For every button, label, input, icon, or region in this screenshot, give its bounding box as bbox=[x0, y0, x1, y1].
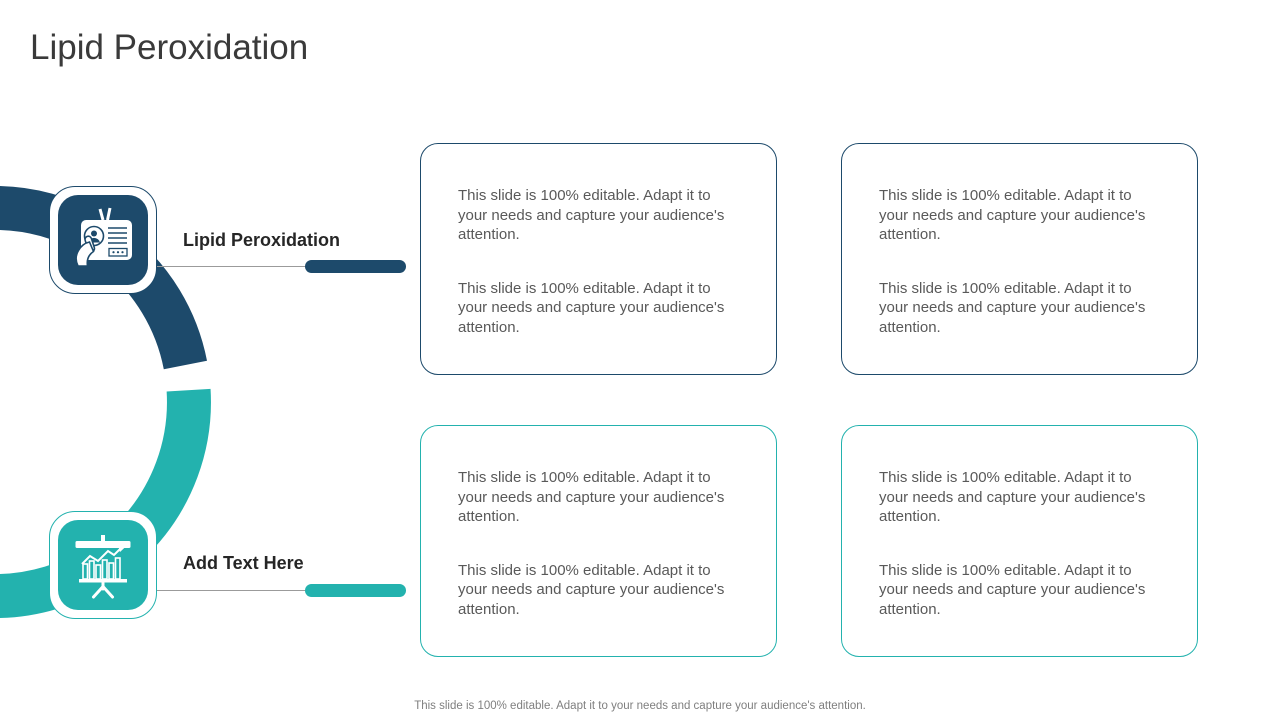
placeholder-text: This slide is 100% editable. Adapt it to… bbox=[458, 469, 725, 525]
presentation-chart-icon bbox=[58, 520, 148, 610]
item-label-1[interactable]: Lipid Peroxidation bbox=[183, 230, 341, 250]
page-title: Lipid Peroxidation bbox=[30, 28, 309, 67]
placeholder-text: This slide is 100% editable. Adapt it to… bbox=[879, 469, 1146, 525]
text-box-top-left[interactable]: This slide is 100% editable. Adapt it to… bbox=[420, 143, 777, 375]
text-box-bottom-right[interactable]: This slide is 100% editable. Adapt it to… bbox=[841, 425, 1198, 657]
connector-line-2 bbox=[156, 590, 406, 591]
id-badge-icon bbox=[58, 195, 148, 285]
capsule-marker-1 bbox=[305, 260, 406, 273]
capsule-marker-2 bbox=[305, 584, 406, 597]
icon-card-2 bbox=[49, 511, 157, 619]
placeholder-text: This slide is 100% editable. Adapt it to… bbox=[458, 187, 725, 243]
placeholder-text: This slide is 100% editable. Adapt it to… bbox=[458, 279, 725, 336]
text-box-bottom-left[interactable]: This slide is 100% editable. Adapt it to… bbox=[420, 425, 777, 657]
footer-note: This slide is 100% editable. Adapt it to… bbox=[414, 700, 866, 712]
placeholder-text: This slide is 100% editable. Adapt it to… bbox=[879, 187, 1146, 243]
placeholder-text: This slide is 100% editable. Adapt it to… bbox=[879, 279, 1146, 336]
placeholder-text: This slide is 100% editable. Adapt it to… bbox=[879, 561, 1146, 618]
connector-line-1 bbox=[156, 266, 406, 267]
text-box-top-right[interactable]: This slide is 100% editable. Adapt it to… bbox=[841, 143, 1198, 375]
icon-card-1 bbox=[49, 186, 157, 294]
placeholder-text: This slide is 100% editable. Adapt it to… bbox=[458, 561, 725, 618]
item-label-2[interactable]: Add Text Here bbox=[183, 553, 304, 573]
